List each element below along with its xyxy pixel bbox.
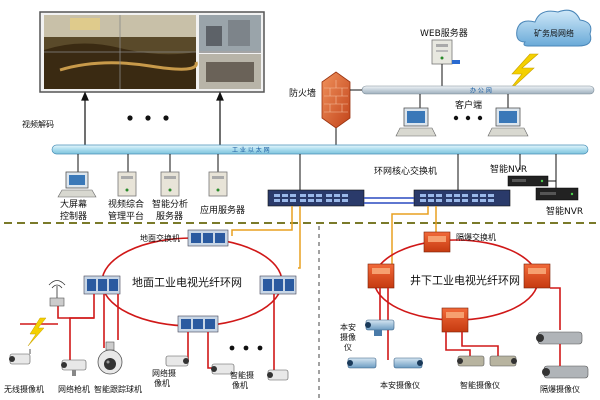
intrinsic-camera-b-icon [347, 357, 377, 369]
network-gun-camera-icon [61, 359, 87, 376]
firewall-label: 防火墙 [289, 87, 316, 99]
nvr2-label: 智能NVR [546, 205, 583, 217]
mine-switch-label: 隔爆交换机 [456, 232, 496, 242]
ground-switch-label: 地面交换机 [140, 233, 180, 243]
core-switch-left [267, 189, 365, 207]
cloud-label: 矿务局网络 [534, 28, 574, 38]
bigscreen-controller-label-2: 控制器 [60, 210, 87, 222]
ground-switch-right [259, 275, 297, 295]
web-server-label: WEB服务器 [420, 27, 468, 39]
ring-core-switch-label: 环网核心交换机 [374, 165, 437, 177]
client-computers [395, 94, 529, 137]
smart-camera-icon-a [457, 355, 485, 367]
client-computer-icon [487, 94, 529, 137]
network-camera-a-label-1: 网络摄 [152, 368, 176, 378]
ground-camera-c-icon [267, 369, 289, 381]
bigscreen-controller-label-1: 大屏幕 [60, 198, 87, 210]
ellipsis-dots-clients [453, 115, 483, 121]
office-network-label: 办 公 网 [470, 87, 492, 95]
smart-camera-label: 智能摄像仪 [460, 380, 500, 390]
network-camera-a-icon [165, 355, 189, 367]
ground-ring-label: 地面工业电视光纤环网 [132, 275, 242, 289]
client-computer-icon [395, 94, 437, 137]
nvr1-icon [507, 175, 549, 187]
ground-switch-left [83, 275, 121, 295]
industrial-network-label: 工 业 以 太 网 [232, 146, 270, 154]
industrial-ethernet-bus: 工 业 以 太 网 [51, 144, 589, 155]
core-switch-right [413, 189, 511, 207]
video-platform-server-icon [117, 171, 137, 197]
ellipsis-dots-top [127, 115, 169, 121]
smart-camera-icon-b [489, 355, 517, 367]
device-drops [77, 154, 557, 190]
network-camera-b-label-1: 智能摄 [230, 370, 254, 380]
wireless-camera-icon [9, 349, 31, 365]
mine-switch-bottom [441, 307, 469, 333]
smart-dome-camera-label: 智能跟踪球机 [94, 384, 142, 394]
bigscreen-controller-icon [57, 171, 97, 198]
explosion-proof-camera-a-icon [536, 331, 583, 345]
analysis-server-label-2: 服务器 [156, 210, 183, 222]
ground-switch-bottom [177, 315, 219, 333]
client-label: 客户端 [455, 99, 482, 111]
analysis-server-icon [160, 171, 180, 197]
network-camera-b-icon [211, 363, 235, 375]
nvr2-icon [535, 187, 579, 201]
explosion-proof-camera-label: 隔爆摄像仪 [540, 384, 580, 394]
office-network-bus: 办 公 网 [361, 85, 595, 95]
video-platform-label-2: 管理平台 [108, 210, 144, 222]
intrinsic-camera-b-label: 本安摄像仪 [380, 380, 420, 390]
analysis-server-label-1: 智能分析 [152, 198, 188, 210]
web-server-icon [431, 39, 460, 65]
mine-switch-right [523, 263, 551, 289]
intrinsic-camera-a-label-1: 本安 [340, 322, 356, 332]
video-platform-label-1: 视频综合 [108, 198, 144, 210]
intrinsic-camera-a-label-3: 仪 [344, 343, 352, 352]
mine-switch-left [367, 263, 395, 289]
intrinsic-camera-a-icon [365, 319, 395, 336]
video-wall [39, 11, 265, 93]
wireless-lightning-icon [27, 317, 47, 347]
nvr1-label: 智能NVR [490, 163, 527, 175]
intrinsic-camera-c-icon [393, 357, 423, 369]
mine-ring-label: 井下工业电视光纤环网 [410, 273, 520, 287]
network-camera-b-label-2: 像机 [232, 380, 248, 390]
video-decode-label: 视频解码 [22, 119, 54, 129]
mine-camera-links [379, 287, 561, 360]
wireless-ap-icon [48, 280, 66, 307]
wireless-camera-label: 无线摄像机 [4, 384, 44, 394]
explosion-proof-camera-b-icon [542, 365, 589, 379]
decode-arrows [81, 91, 224, 145]
smart-dome-camera-icon [97, 341, 123, 375]
mine-switch-top [423, 231, 451, 253]
lightning-icon [505, 53, 539, 95]
intrinsic-camera-a-label-2: 摄像 [340, 332, 356, 342]
app-server-icon [208, 171, 228, 197]
ground-switch-top [187, 229, 229, 247]
network-gun-camera-label: 网络枪机 [58, 384, 90, 394]
cloud-icon: 矿务局网络 [516, 9, 592, 47]
app-server-label: 应用服务器 [200, 204, 245, 216]
fiber-uplinks [231, 206, 437, 273]
firewall-icon [321, 71, 351, 129]
ellipsis-dots-ground [229, 345, 263, 351]
network-camera-a-label-2: 像机 [154, 378, 170, 388]
